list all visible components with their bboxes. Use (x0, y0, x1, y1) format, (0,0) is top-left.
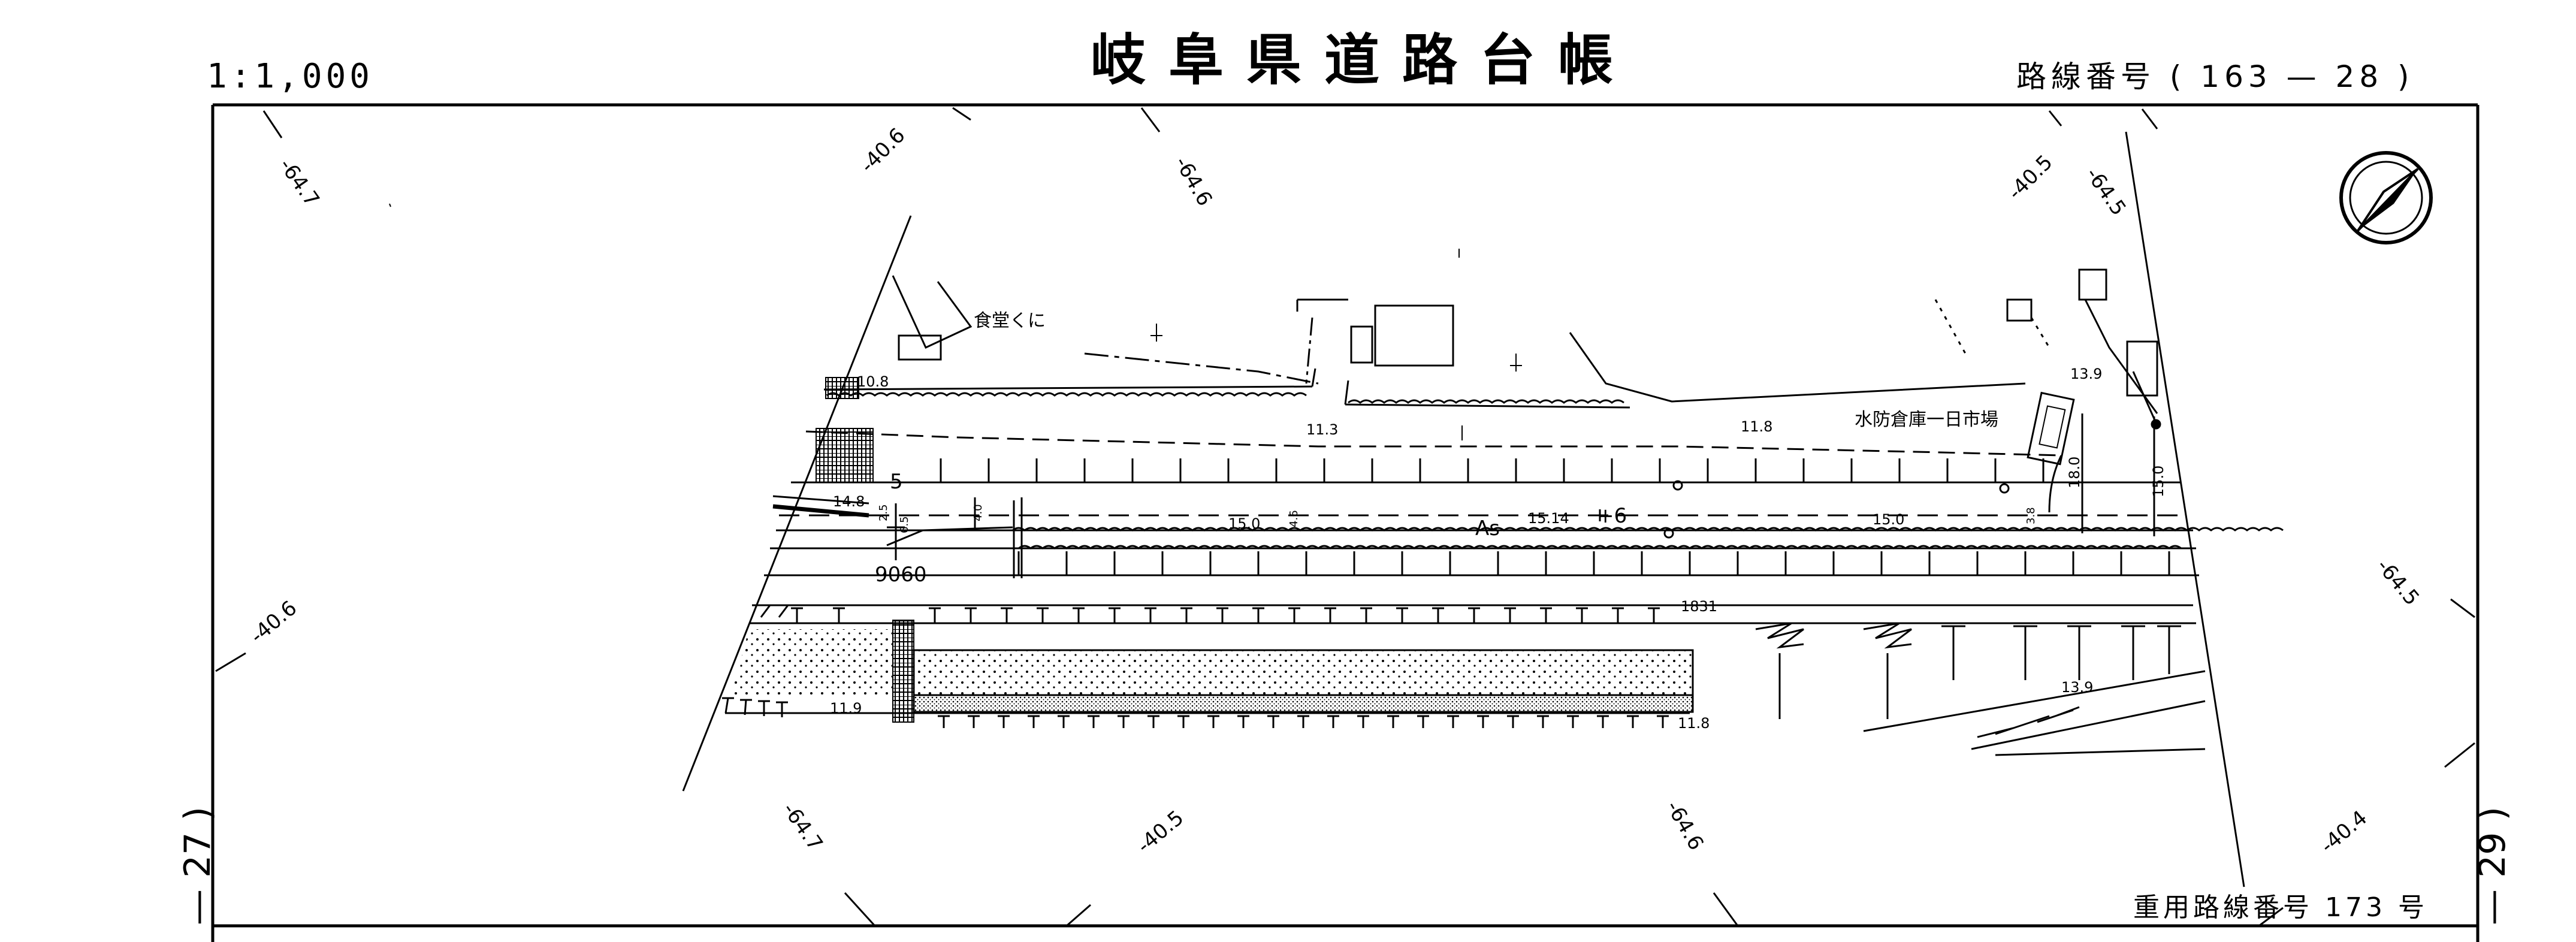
measurement-label: 11.8 (1741, 418, 1772, 435)
slope-symbols-bottom (722, 697, 1669, 728)
grid-label: -64.7 (778, 798, 828, 855)
station-6-label: +6 (1597, 504, 1627, 528)
place-labels: 食堂くに 水防倉庫一日市場 (974, 310, 1998, 430)
grid-label: -40.5 (2003, 150, 2057, 204)
lower-right-branch (1863, 670, 2206, 756)
terrain-marks (389, 203, 1522, 440)
scale-label: 1:1,000 (207, 57, 374, 96)
measurement-label: 11.8 (1678, 715, 1710, 732)
stair-blocks (816, 377, 914, 723)
grid-label: -40.5 (1133, 806, 1188, 858)
pavement-type-label: As (1475, 517, 1500, 541)
measurement-label: 18.0 (2066, 457, 2083, 488)
buildings (892, 268, 2158, 466)
dimension-markers (887, 371, 2161, 578)
measurement-labels: 10.8 11.3 11.8 13.9 14.8 2.5 6.5 4.0 15.… (830, 366, 2167, 732)
north-arrow-icon (2339, 151, 2433, 244)
measurement-label: 15.0 (2150, 466, 2167, 497)
measurement-label: 10.8 (857, 373, 889, 390)
grid-ticks (215, 107, 2475, 927)
measurement-label: 14.8 (833, 493, 865, 510)
measurement-label: 2.5 (877, 504, 890, 521)
measurement-label: 15.14 (1528, 510, 1569, 527)
lower-bank-slopes (760, 605, 2181, 719)
boundary-lines (1084, 298, 2158, 414)
grid-label: -40.6 (246, 596, 301, 648)
map-frame (211, 103, 2480, 942)
measurement-label: 15.0 (1873, 511, 1904, 528)
measurement-label: 13.9 (2070, 366, 2102, 382)
station-5-label: 5 (890, 470, 903, 494)
grid-label: -64.6 (1170, 153, 1217, 210)
grid-label: -64.5 (2081, 163, 2131, 220)
shared-route-number-label: 重用路線番号 173 号 (2133, 892, 2428, 923)
grid-label: -64.5 (2372, 554, 2424, 610)
grid-coordinate-labels: -64.7 -40.6 -64.6 -40.5 -64.5 -40.6 -64.… (246, 123, 2424, 858)
point-9060-label: 9060 (875, 563, 927, 587)
slope-symbols-north (932, 458, 2052, 484)
sheet-title: 岐阜県道路台帳 (1091, 28, 1636, 92)
upper-wall-line (823, 368, 1630, 409)
measurement-label: 15.0 (1228, 515, 1260, 532)
road-shoulders (1012, 527, 2284, 550)
measurement-label: 11.9 (830, 700, 862, 717)
measurement-label: 4.6 (1288, 510, 1300, 527)
grid-label: -40.6 (856, 123, 910, 177)
measurement-label: 6.5 (898, 516, 911, 533)
measurement-label: 11.3 (1306, 421, 1338, 438)
road-edges (749, 430, 2199, 624)
restaurant-label: 食堂くに (974, 310, 1046, 331)
route-number-label: 路線番号 ( 163 — 28 ) (2016, 59, 2414, 94)
embankment-fill (725, 629, 1694, 714)
measurement-label: 13.9 (2061, 679, 2093, 696)
grid-label: -64.6 (1661, 797, 1708, 855)
road-labels: As 5 +6 9060 (875, 470, 1627, 587)
warehouse-market-label: 水防倉庫一日市場 (1855, 409, 1998, 430)
measurement-label: 4.0 (972, 504, 985, 521)
sheet-extent-lines (682, 131, 2245, 887)
measurement-label: 1831 (1681, 598, 1717, 615)
measurement-label: 3.8 (2025, 507, 2037, 524)
grid-label: -64.7 (274, 154, 324, 211)
slope-symbols-south (1010, 551, 2178, 576)
grid-label: -40.4 (2316, 806, 2372, 858)
